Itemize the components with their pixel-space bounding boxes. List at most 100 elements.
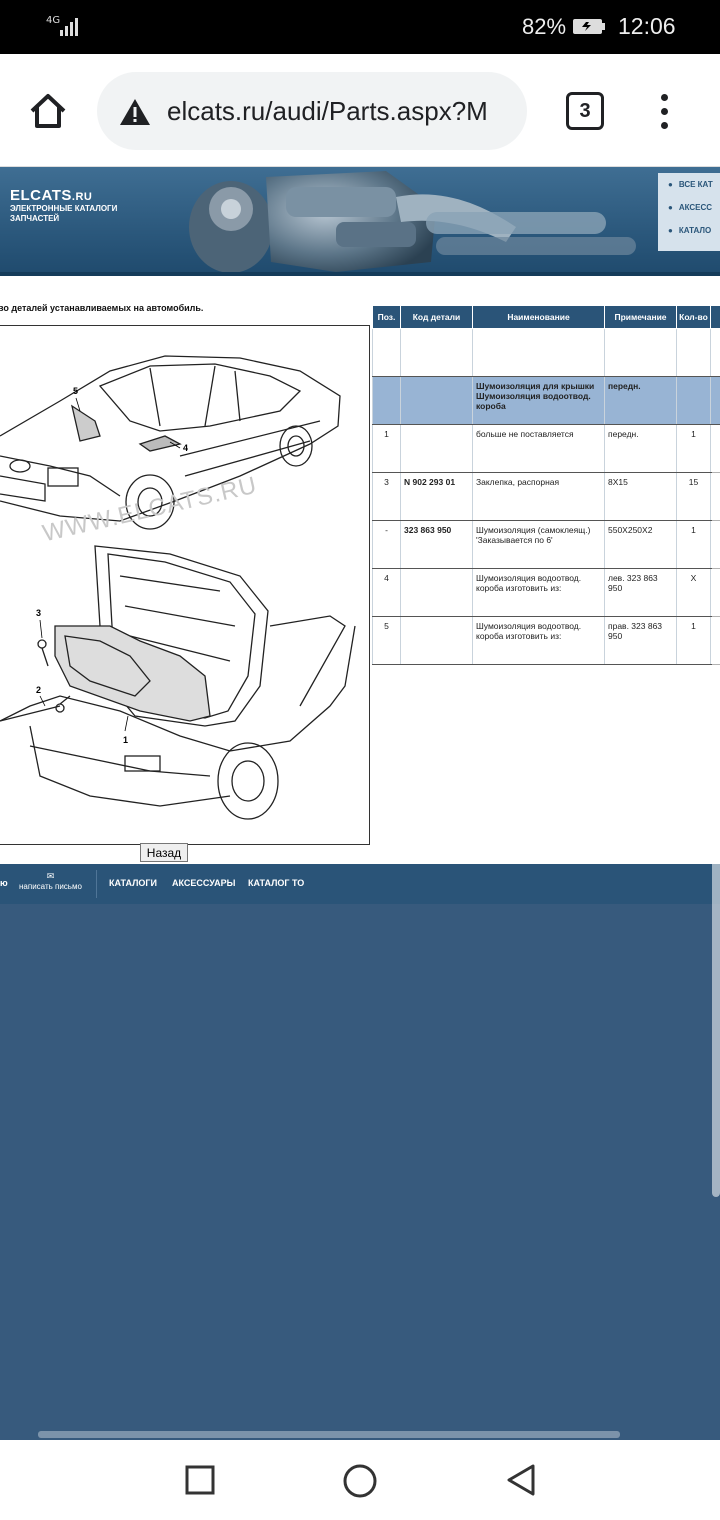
cell-extra (710, 328, 720, 377)
footer-divider (96, 870, 97, 898)
callout-3: 3 (36, 608, 41, 618)
cell-qty: X (676, 568, 711, 617)
col-header-note: Примечание (604, 305, 677, 329)
cell-name: Шумоизоляция для крышки Шумоизоляция вод… (472, 376, 605, 425)
site-logo[interactable]: ELCATS.RU ЭЛЕКТРОННЫЕ КАТАЛОГИ ЗАПЧАСТЕЙ (10, 187, 140, 224)
cell-pos: 1 (372, 424, 401, 473)
cell-code (400, 328, 473, 377)
callout-4: 4 (183, 443, 188, 453)
cell-note: 550X250X2 (604, 520, 677, 569)
battery-icon (573, 19, 605, 34)
col-header-code: Код детали (400, 305, 473, 329)
cell-name (472, 328, 605, 377)
cell-note: лев. 323 863 950 (604, 568, 677, 617)
cell-code (400, 616, 473, 665)
more-menu-icon[interactable] (654, 94, 674, 134)
cell-qty: 1 (676, 520, 711, 569)
cell-note: 8X15 (604, 472, 677, 521)
cell-pos: 3 (372, 472, 401, 521)
clock: 12:06 (618, 13, 676, 39)
callout-5: 5 (73, 386, 78, 396)
not-secure-icon[interactable] (119, 98, 151, 126)
browser-toolbar: elcats.ru/audi/Parts.aspx?M 3 (0, 54, 720, 167)
table-row[interactable]: 1 больше не поставляется передн. 1 (372, 424, 720, 473)
cell-extra (710, 376, 720, 425)
table-row[interactable]: - 323 863 950 Шумоизоляция (самоклеящ.) … (372, 520, 720, 569)
header-divider (0, 272, 720, 276)
horizontal-scrollbar[interactable] (38, 1431, 620, 1438)
header-link-catalog[interactable]: КАТАЛО (658, 219, 720, 242)
col-header-extra (710, 305, 720, 329)
cell-pos: 4 (372, 568, 401, 617)
cell-note: прав. 323 863 950 (604, 616, 677, 665)
cell-pos: - (372, 520, 401, 569)
site-header: ELCATS.RU ЭЛЕКТРОННЫЕ КАТАЛОГИ ЗАПЧАСТЕЙ… (0, 167, 720, 276)
brand-suffix: .RU (71, 191, 93, 203)
cell-code (400, 376, 473, 425)
table-row[interactable] (372, 328, 720, 377)
callout-1: 1 (123, 735, 128, 745)
cell-note: передн. (604, 424, 677, 473)
cell-qty (676, 376, 711, 425)
cell-qty: 1 (676, 424, 711, 473)
page-caption: во деталей устанавливаемых на автомобиль… (0, 303, 204, 313)
cell-note: передн. (604, 376, 677, 425)
col-header-name: Наименование (472, 305, 605, 329)
cell-name: Шумоизоляция водоотвод. короба изготовит… (472, 616, 605, 665)
engine-image (189, 171, 636, 273)
cell-note (604, 328, 677, 377)
recents-icon[interactable] (185, 1465, 215, 1495)
cell-code[interactable]: N 902 293 01 (400, 472, 473, 521)
site-tagline: ЭЛЕКТРОННЫЕ КАТАЛОГИ ЗАПЧАСТЕЙ (10, 204, 118, 223)
footer-nav: ю ✉ написать письмо КАТАЛОГИ АКСЕССУАРЫ … (0, 864, 720, 904)
table-header-row: Поз. Код детали Наименование Примечание … (372, 305, 720, 329)
cell-name: больше не поставляется (472, 424, 605, 473)
back-button[interactable]: Назад (140, 843, 188, 862)
home-circle-icon[interactable] (343, 1464, 377, 1498)
table-row[interactable]: 5 Шумоизоляция водоотвод. короба изготов… (372, 616, 720, 665)
cell-qty: 1 (676, 616, 711, 665)
cell-name: Шумоизоляция водоотвод. короба изготовит… (472, 568, 605, 617)
address-bar[interactable]: elcats.ru/audi/Parts.aspx?M (97, 72, 527, 150)
cell-code (400, 424, 473, 473)
parts-table: Поз. Код детали Наименование Примечание … (372, 305, 720, 665)
battery-percent: 82% (522, 14, 567, 39)
page-background (0, 904, 720, 1440)
signal-icon (60, 18, 78, 36)
cell-code[interactable]: 323 863 950 (400, 520, 473, 569)
envelope-icon: ✉ (46, 871, 55, 881)
cell-name: Шумоизоляция (самоклеящ.) 'Заказывается … (472, 520, 605, 569)
cell-qty (676, 328, 711, 377)
header-link-accessories[interactable]: АКСЕСС (658, 196, 720, 219)
vertical-scrollbar[interactable] (712, 447, 720, 1197)
footer-link-accessories[interactable]: АКСЕССУАРЫ (172, 878, 236, 888)
write-letter-link[interactable]: ✉ написать письмо (19, 871, 82, 891)
cell-name: Заклепка, распорная (472, 472, 605, 521)
brand-name: ELCATS (10, 187, 72, 204)
url-text[interactable]: elcats.ru/audi/Parts.aspx?M (167, 96, 488, 126)
col-header-pos: Поз. (372, 305, 401, 329)
back-triangle-icon[interactable] (505, 1463, 537, 1497)
cell-pos (372, 376, 401, 425)
status-bar: 4G 82% 12:06 (0, 0, 720, 54)
write-letter-label: написать письмо (19, 882, 82, 891)
table-row-group-header[interactable]: Шумоизоляция для крышки Шумоизоляция вод… (372, 376, 720, 425)
callout-2: 2 (36, 685, 41, 695)
table-row[interactable]: 3 N 902 293 01 Заклепка, распорная 8X15 … (372, 472, 720, 521)
parts-diagram: 5 4 3 2 1 (0, 325, 370, 845)
col-header-qty: Кол-во (676, 305, 711, 329)
home-icon[interactable] (28, 91, 68, 131)
table-row[interactable]: 4 Шумоизоляция водоотвод. короба изготов… (372, 568, 720, 617)
cell-qty: 15 (676, 472, 711, 521)
footer-link-catalogs[interactable]: КАТАЛОГИ (109, 878, 157, 888)
header-link-all[interactable]: ВСЕ КАТ (658, 173, 720, 196)
cell-pos (372, 328, 401, 377)
cell-pos: 5 (372, 616, 401, 665)
footer-link-partial[interactable]: ю (0, 878, 8, 888)
tab-switcher-button[interactable]: 3 (566, 92, 604, 130)
header-links: ВСЕ КАТ АКСЕСС КАТАЛО (658, 173, 720, 251)
system-nav-bar (0, 1440, 720, 1520)
footer-link-catalog-to[interactable]: КАТАЛОГ ТО (248, 878, 305, 888)
car-illustration[interactable]: 5 4 3 2 1 (0, 326, 369, 844)
network-type: 4G (46, 15, 61, 26)
